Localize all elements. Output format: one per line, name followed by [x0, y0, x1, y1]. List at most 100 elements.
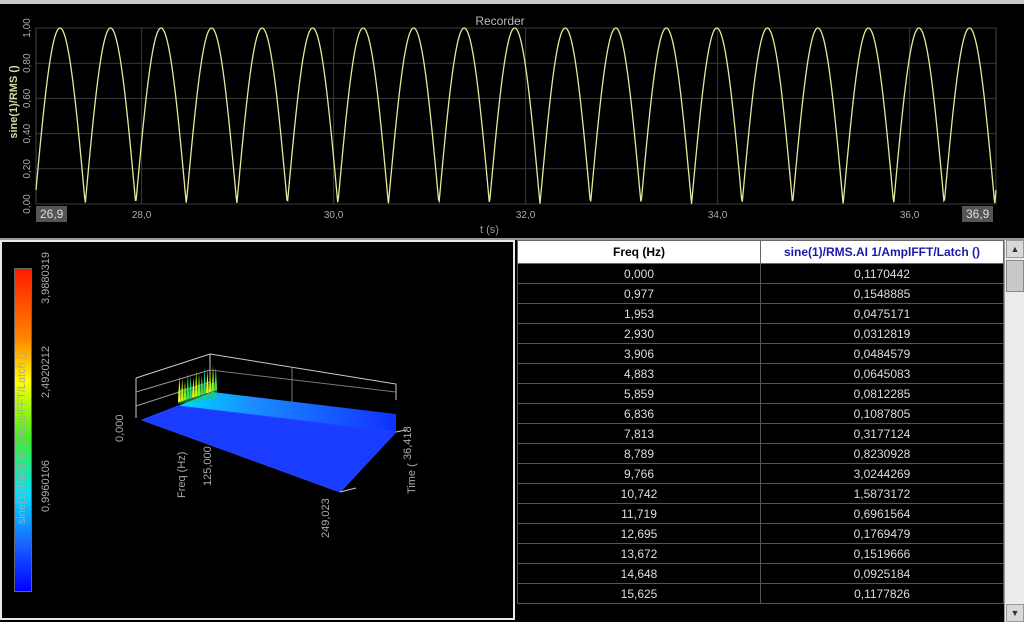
surface-peak	[189, 375, 192, 399]
recorder-x-end-box[interactable]: 36,9	[962, 206, 994, 222]
recorder-x-start-box[interactable]: 26,9	[36, 206, 68, 222]
surface-peaks	[178, 365, 218, 404]
cell-amplitude: 0,1548885	[760, 283, 1004, 304]
y-tick-label: 0,80	[22, 53, 33, 73]
cell-freq: 6,836	[517, 403, 761, 424]
x-tick-label: 30,0	[324, 210, 344, 221]
surface-peak	[183, 380, 187, 401]
cell-freq: 4,883	[517, 363, 761, 384]
colorbar	[14, 268, 32, 592]
x-tick-label: 32,0	[516, 210, 536, 221]
cell-freq: 9,766	[517, 463, 761, 484]
cell-amplitude: 0,0925184	[760, 563, 1004, 584]
spectrum-surface	[135, 353, 407, 493]
cell-freq: 12,695	[517, 523, 761, 544]
cell-freq: 0,977	[517, 283, 761, 304]
cell-freq: 13,672	[517, 543, 761, 564]
cell-amplitude: 0,3177124	[760, 423, 1004, 444]
surface-peak	[178, 376, 181, 402]
column-header-amplitude[interactable]: sine(1)/RMS.AI 1/AmplFFT/Latch ()	[760, 240, 1004, 264]
y-tick-label: 1,00	[22, 18, 33, 38]
cell-amplitude: 0,0312819	[760, 323, 1004, 344]
surface-peak	[211, 365, 215, 392]
cell-freq: 3,906	[517, 343, 761, 364]
cell-amplitude: 0,1170442	[760, 263, 1004, 284]
cell-amplitude: 0,1177826	[760, 583, 1004, 604]
recorder-x-ticks: 28,0 30,0 32,0 34,0 36,0	[132, 210, 920, 221]
z-axis-tick: 0,000	[114, 414, 126, 442]
surface-peak	[200, 374, 204, 395]
cell-amplitude: 0,1769479	[760, 523, 1004, 544]
column-header-freq[interactable]: Freq (Hz)	[517, 240, 761, 264]
freq-axis-tick-end: 249,023	[320, 498, 332, 538]
cell-amplitude: 1,5873172	[760, 483, 1004, 504]
surface-peak	[203, 367, 206, 394]
recorder-y-ticks: 0,00 0,20 0,40 0,60 0,80 1,00	[22, 18, 33, 214]
y-tick-label: 0,20	[22, 159, 33, 179]
x-tick-label: 36,0	[900, 210, 920, 221]
scroll-thumb[interactable]	[1006, 260, 1024, 292]
x-tick-label: 34,0	[708, 210, 728, 221]
cell-freq: 15,625	[517, 583, 761, 604]
y-tick-label: 0,60	[22, 88, 33, 108]
recorder-panel: 0,00 0,20 0,40 0,60 0,80 1,00 28,0 30,0 32,0 34,…	[0, 4, 1024, 240]
surface-peak	[208, 372, 212, 393]
box-grid-line-2	[135, 369, 211, 393]
time-axis-tick	[395, 429, 407, 433]
cell-freq: 5,859	[517, 383, 761, 404]
cell-amplitude: 0,0645083	[760, 363, 1004, 384]
surface-peak	[186, 373, 190, 400]
cell-amplitude: 0,0812285	[760, 383, 1004, 404]
box-grid-line-4	[209, 369, 397, 393]
surface-ridge	[178, 392, 396, 432]
spectrum-3d-panel[interactable]: 3,9880319 2,4920212 0,9960106 sine(1)/RM…	[0, 240, 515, 620]
time-axis-label: Time (	[406, 463, 418, 494]
scroll-up-button[interactable]: ▲	[1006, 240, 1024, 258]
cell-amplitude: 0,1519666	[760, 543, 1004, 564]
cell-amplitude: 0,1087805	[760, 403, 1004, 424]
cell-freq: 2,930	[517, 323, 761, 344]
recorder-chart: 0,00 0,20 0,40 0,60 0,80 1,00 28,0 30,0 32,0 34,…	[22, 18, 997, 221]
cell-freq: 1,953	[517, 303, 761, 324]
scroll-down-button[interactable]: ▼	[1006, 604, 1024, 622]
top-toolbar-strip	[0, 0, 1024, 4]
y-tick-label: 0,00	[22, 194, 33, 214]
cell-freq: 0,000	[517, 263, 761, 284]
cell-amplitude: 0,0484579	[760, 343, 1004, 364]
recorder-series-line	[35, 27, 997, 204]
freq-axis-label: Freq (Hz)	[176, 451, 188, 498]
freq-axis-tick	[339, 487, 357, 493]
x-tick-label: 28,0	[132, 210, 152, 221]
freq-axis-tick-mid: 125,000	[202, 446, 214, 486]
cell-freq: 10,742	[517, 483, 761, 504]
recorder-y-axis-label: sine(1)/RMS ()	[8, 65, 20, 139]
cell-freq: 7,813	[517, 423, 761, 444]
surface-floor	[142, 406, 396, 492]
y-tick-label: 0,40	[22, 123, 33, 143]
cell-amplitude: 0,0475171	[760, 303, 1004, 324]
fft-data-table[interactable]: Freq (Hz) sine(1)/RMS.AI 1/AmplFFT/Latch…	[517, 240, 1004, 622]
table-scrollbar[interactable]: ▲ ▼	[1004, 240, 1024, 622]
cell-amplitude: 0,8230928	[760, 443, 1004, 464]
table-header-row: Freq (Hz) sine(1)/RMS.AI 1/AmplFFT/Latch…	[517, 240, 1004, 264]
cell-amplitude: 0,6961564	[760, 503, 1004, 524]
cell-amplitude: 3,0244269	[760, 463, 1004, 484]
